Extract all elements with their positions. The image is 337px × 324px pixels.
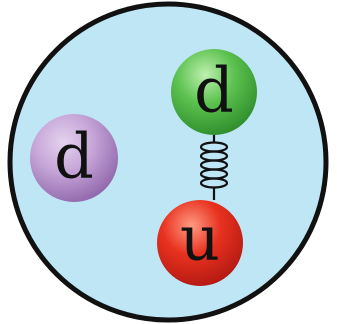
quark-bottom: u: [157, 200, 243, 286]
quark-top: d: [171, 49, 257, 135]
quark-top-label: d: [194, 54, 234, 127]
quark-left: d: [30, 114, 118, 202]
quark-bottom-label: u: [180, 202, 220, 275]
quark-left-label: d: [54, 120, 94, 193]
